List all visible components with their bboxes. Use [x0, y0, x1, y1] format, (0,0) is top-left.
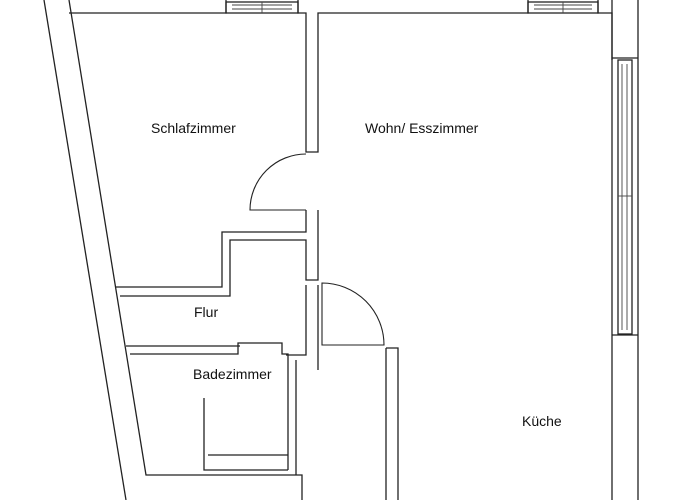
window-east-balcony — [617, 59, 633, 335]
room-label-flur: Flur — [194, 304, 218, 320]
window-north-living — [527, 1, 599, 14]
interior-walls — [116, 210, 399, 500]
room-label-wohn-esszimmer: Wohn/ Esszimmer — [365, 120, 479, 136]
room-label-badezimmer: Badezimmer — [193, 366, 272, 382]
window-north-bedroom — [225, 1, 299, 14]
room-label-kueche: Küche — [522, 413, 562, 429]
east-wall — [611, 0, 639, 500]
outer-west-wall — [43, 0, 303, 500]
door-living — [321, 282, 385, 346]
room-label-schlafzimmer: Schlafzimmer — [151, 120, 236, 136]
door-bedroom — [249, 153, 307, 211]
